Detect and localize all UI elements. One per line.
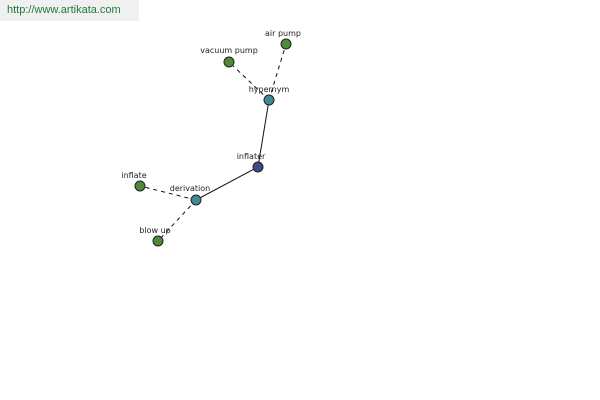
- node-circle-blow-up[interactable]: [152, 235, 164, 247]
- node-blow-up[interactable]: blow up: [139, 226, 171, 247]
- edge-hypernym-vacuum-pump: [228, 61, 270, 101]
- node-label-derivation: derivation: [170, 184, 210, 193]
- edge-inflater-derivation: [195, 166, 259, 201]
- edge-inflater-hypernym: [257, 99, 270, 168]
- node-label-inflater: inflater: [237, 152, 266, 161]
- node-circle-inflate[interactable]: [134, 180, 146, 192]
- node-circle-hypernym[interactable]: [263, 94, 275, 106]
- node-hypernym[interactable]: hypernym: [249, 85, 290, 106]
- node-circle-inflater[interactable]: [252, 161, 264, 173]
- edges-layer: [139, 43, 287, 242]
- node-label-hypernym: hypernym: [249, 85, 290, 94]
- node-inflate[interactable]: inflate: [121, 171, 147, 192]
- node-air-pump[interactable]: air pump: [265, 29, 301, 50]
- edge-hypernym-air-pump: [268, 43, 287, 101]
- node-label-blow-up: blow up: [139, 226, 170, 235]
- node-label-air-pump: air pump: [265, 29, 301, 38]
- node-circle-derivation[interactable]: [190, 194, 202, 206]
- node-circle-vacuum-pump[interactable]: [223, 56, 235, 68]
- node-vacuum-pump[interactable]: vacuum pump: [200, 46, 258, 68]
- node-label-vacuum-pump: vacuum pump: [200, 46, 258, 55]
- edge-derivation-blow-up: [157, 199, 197, 242]
- node-inflater[interactable]: inflater: [237, 152, 266, 173]
- node-label-inflate: inflate: [121, 171, 146, 180]
- url-banner[interactable]: http://www.artikata.com: [0, 0, 139, 21]
- edge-derivation-inflate: [139, 185, 197, 201]
- node-circle-air-pump[interactable]: [280, 38, 292, 50]
- nodes-layer: inflater hypernym derivation air pump vacuum…: [121, 29, 301, 247]
- node-derivation[interactable]: derivation: [170, 184, 210, 206]
